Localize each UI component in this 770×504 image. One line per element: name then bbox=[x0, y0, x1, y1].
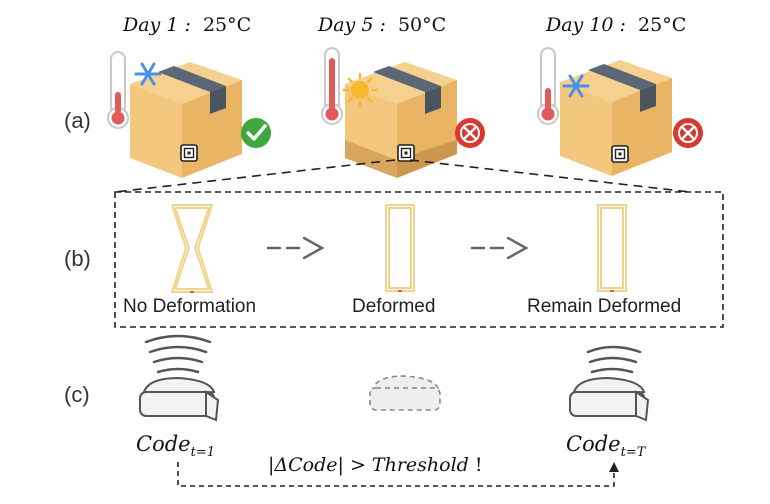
rfid-reader-icon bbox=[569, 376, 650, 422]
cross-icon bbox=[455, 118, 485, 148]
thermometer-icon bbox=[321, 47, 343, 125]
day-label-5: Day 5 : 50°C bbox=[318, 14, 447, 36]
rfid-reader-faded-icon bbox=[369, 375, 441, 411]
row-label-a: (a) bbox=[64, 108, 91, 133]
box-day-5 bbox=[345, 62, 457, 178]
antenna-deformed bbox=[385, 204, 415, 292]
arrow-icon bbox=[266, 236, 325, 260]
day-label-1: Day 1 : 25°C bbox=[123, 14, 252, 36]
deformation-panel bbox=[114, 191, 724, 328]
rfid-reader-icon bbox=[139, 376, 220, 422]
thermometer-icon bbox=[107, 51, 129, 129]
antenna-remain-deformed bbox=[597, 204, 627, 292]
arrow-icon bbox=[470, 236, 529, 260]
antenna-no-deformation bbox=[170, 204, 214, 293]
code-label-tT: Codet=T bbox=[566, 432, 646, 461]
state-label-remain-deformed: Remain Deformed bbox=[527, 296, 682, 317]
signal-waves-icon bbox=[144, 334, 212, 374]
snowflake-icon bbox=[134, 62, 162, 86]
cross-icon bbox=[673, 118, 703, 148]
comparison-bracket bbox=[177, 462, 615, 487]
check-icon bbox=[241, 118, 271, 148]
snowflake-icon bbox=[562, 74, 590, 98]
nfc-tag-icon bbox=[611, 145, 629, 163]
state-label-no-deformation: No Deformation bbox=[123, 296, 257, 317]
row-label-b: (b) bbox=[64, 246, 91, 271]
thermometer-icon bbox=[537, 47, 559, 125]
nfc-tag-icon bbox=[180, 144, 198, 162]
code-label-t1: Codet=1 bbox=[136, 432, 215, 461]
nfc-tag-icon bbox=[397, 144, 415, 162]
sun-icon bbox=[342, 72, 378, 108]
day-label-10: Day 10 : 25°C bbox=[546, 14, 687, 36]
arrowhead-icon bbox=[609, 462, 619, 472]
zoom-lines bbox=[114, 159, 691, 193]
row-label-c: (c) bbox=[64, 382, 90, 407]
signal-waves-icon bbox=[586, 345, 642, 374]
state-label-deformed: Deformed bbox=[352, 296, 436, 317]
threshold-text: |ΔCode| > Threshold ! bbox=[268, 454, 483, 476]
